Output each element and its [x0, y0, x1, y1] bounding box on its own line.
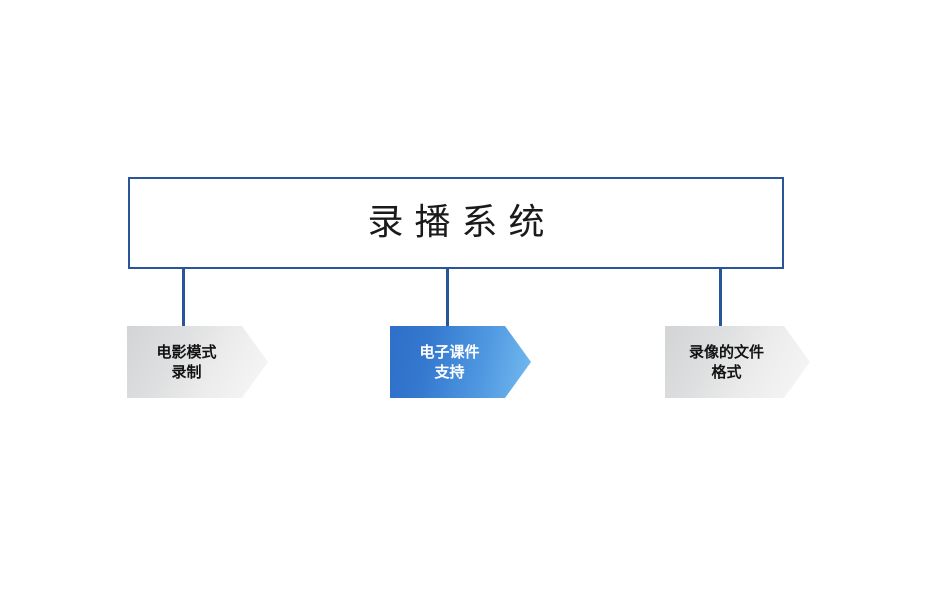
root-node-label: 录播系统 [367, 202, 556, 243]
chevron-node-label-2: 电子课件 支持 [419, 343, 480, 381]
root-node-box[interactable]: 录播系统 [128, 177, 784, 269]
connector-line-3 [719, 267, 722, 327]
connector-line-2 [446, 267, 449, 327]
connector-line-1 [182, 267, 185, 327]
chevron-node-label-3: 录像的文件 格式 [688, 343, 764, 381]
chevron-node-courseware-support[interactable]: 电子课件 支持 [390, 326, 531, 398]
chevron-node-movie-mode-recording[interactable]: 电影模式 录制 [127, 326, 268, 398]
chevron-node-label-1: 电影模式 录制 [156, 343, 217, 381]
chevron-node-video-file-format[interactable]: 录像的文件 格式 [665, 326, 810, 398]
